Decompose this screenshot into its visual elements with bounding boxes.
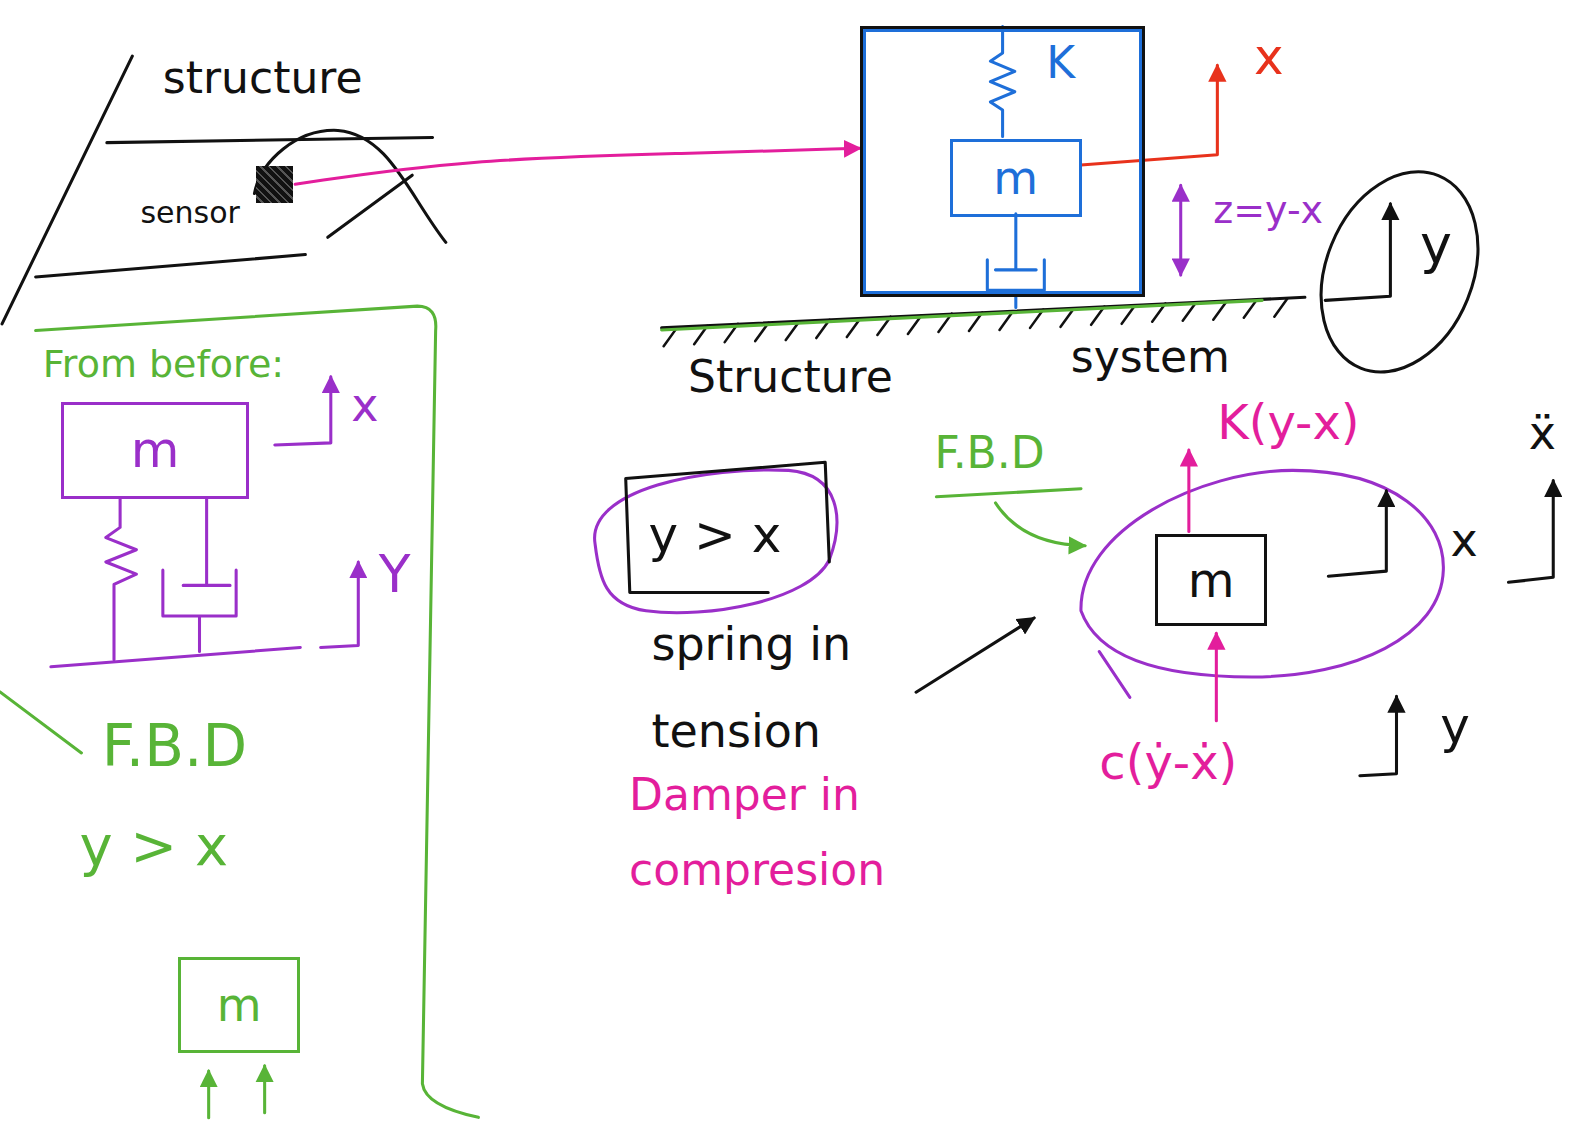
title-note: structure <box>163 53 363 104</box>
structure-edge <box>107 138 433 143</box>
leader-arrow <box>995 503 1085 546</box>
x-axis-arrow <box>1328 491 1386 576</box>
sensor-square <box>256 166 293 203</box>
spring-symbol <box>990 27 1014 137</box>
bracket-line <box>0 692 81 753</box>
axis-label: y <box>1440 698 1470 756</box>
node-label: y <box>1420 214 1452 276</box>
condition-note: y > x <box>79 814 228 878</box>
relation-label: z=y-x <box>1213 189 1323 233</box>
axis-label: Y <box>379 545 411 605</box>
part-name: system <box>1071 332 1230 383</box>
note-panel: From before: m m <box>0 300 480 1119</box>
y-axis-arrow <box>321 562 359 648</box>
node-text: m <box>131 422 180 480</box>
force-arrow <box>207 1071 210 1118</box>
mass-box: m <box>1155 534 1267 626</box>
structure-bump <box>254 130 445 242</box>
axis-circle: y <box>1313 163 1486 382</box>
mass-box: m <box>61 402 249 499</box>
structure-edge <box>2 56 132 324</box>
structure-edge <box>328 175 412 237</box>
note: spring in tension <box>651 601 956 776</box>
acceleration-arrow <box>1508 481 1553 583</box>
acceleration-label: ẍ <box>1529 407 1556 460</box>
damper-symbol <box>163 499 236 652</box>
part-name: Structure <box>688 352 893 403</box>
note: Damper in compresion <box>629 758 955 908</box>
ground-line <box>51 647 300 666</box>
damper-force-arrow <box>1215 633 1218 721</box>
condition-ellipse: y > x <box>585 448 845 623</box>
signal-arrow <box>295 148 860 184</box>
node-label: sensor <box>140 196 239 231</box>
force-label: K(y-x) <box>1217 395 1359 450</box>
mass-box: m <box>950 139 1082 216</box>
axis-label: x <box>351 379 378 432</box>
y-axis-arrow <box>1360 696 1397 775</box>
system-illustration <box>662 27 1391 347</box>
node-text: m <box>217 979 262 1032</box>
heading-note: F.B.D <box>934 428 1044 479</box>
system-box: Km <box>860 26 1145 297</box>
node-label: From before: <box>43 343 284 387</box>
spring-symbol <box>106 499 137 660</box>
node-label: K <box>1046 38 1075 89</box>
node-text: m <box>1188 553 1235 608</box>
structure-edge <box>36 255 306 277</box>
force-arrow <box>263 1066 266 1113</box>
before-illustration <box>51 377 358 1118</box>
spring-force-arrow <box>1187 450 1190 531</box>
underline <box>936 489 1081 497</box>
y-axis-arrow <box>1325 204 1390 301</box>
sensor-box: sensor <box>140 166 293 239</box>
x-axis-arrow <box>1081 65 1217 165</box>
ground-highlight <box>662 300 1263 330</box>
circle-outline <box>1293 148 1507 395</box>
x-axis-arrow <box>275 377 331 445</box>
axis-label: x <box>1254 29 1284 87</box>
heading-note: F.B.D <box>102 713 247 780</box>
node-text: y > x <box>649 507 782 565</box>
panel-outline <box>36 306 479 1117</box>
z-double-arrow <box>1179 185 1182 275</box>
axis-label: x <box>1450 514 1477 567</box>
box-outline <box>626 462 830 592</box>
fbd-illustration <box>916 450 1553 776</box>
leader-arrow <box>916 618 1034 692</box>
damper-symbol <box>987 214 1044 308</box>
mass-box: m <box>178 957 300 1054</box>
node-text: m <box>993 152 1038 205</box>
force-label: c(ẏ-ẋ) <box>1099 735 1237 790</box>
fbd-ellipse <box>1081 470 1443 697</box>
outline-shape <box>1313 163 1486 382</box>
